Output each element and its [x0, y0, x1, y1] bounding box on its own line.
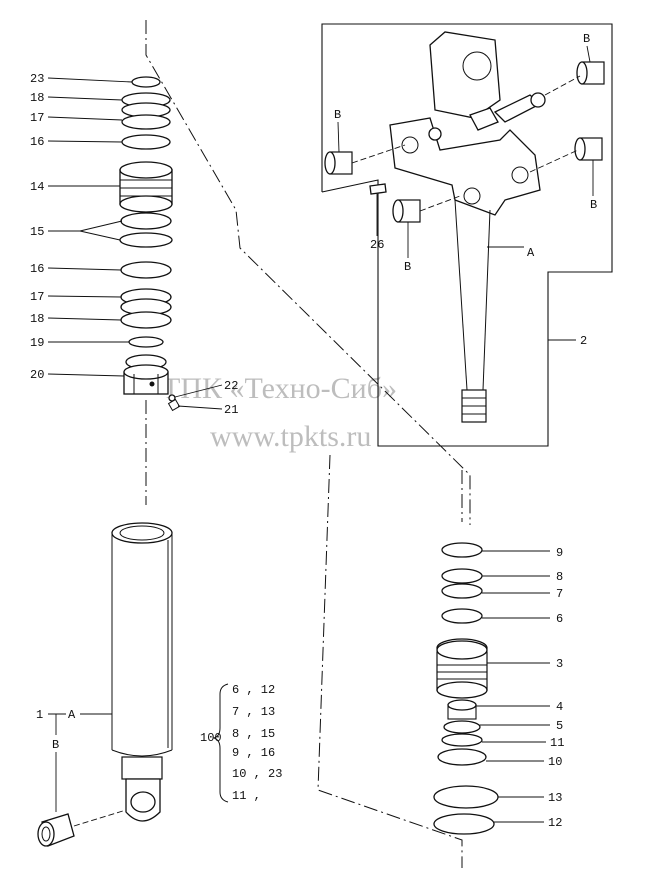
- kit-row-2: 7 , 13: [232, 705, 275, 719]
- callout-26: 26: [370, 238, 384, 252]
- upper-callouts: B B B B 26 A 2: [334, 32, 597, 348]
- callout-8: 8: [556, 570, 563, 584]
- callout-22: 22: [224, 379, 238, 393]
- callout-16-lower: 16: [30, 262, 44, 276]
- bushing-upper-right: [576, 61, 605, 85]
- cylinder-callouts: 1 A B: [36, 708, 112, 812]
- callout-17: 17: [30, 111, 44, 125]
- callout-1: 1: [36, 708, 43, 722]
- bushing-right: [574, 137, 603, 161]
- kit-number: 100: [200, 731, 222, 745]
- callout-14: 14: [30, 180, 44, 194]
- callout-16: 16: [30, 135, 44, 149]
- callout-b-left: B: [334, 108, 341, 122]
- callout-7: 7: [556, 587, 563, 601]
- callout-4: 4: [556, 700, 563, 714]
- callout-1-b: B: [52, 738, 59, 752]
- seal-kit-100: 100 6 , 12 7 , 13 8 , 15 9 , 16 10 , 23 …: [200, 683, 282, 803]
- callout-19: 19: [30, 336, 44, 350]
- callout-1-a: A: [68, 708, 76, 722]
- callout-6: 6: [556, 612, 563, 626]
- watermark-company: ТПК «Техно-Сиб»: [162, 372, 397, 405]
- kit-row-5: 10 , 23: [232, 767, 282, 781]
- watermark-url: www.tpkts.ru: [210, 420, 371, 453]
- rod-eye-assembly: [324, 31, 605, 423]
- callout-17-lower: 17: [30, 290, 44, 304]
- left-callouts: 23 18 17 16 14 15 16 17 18 19 20 22 21: [30, 72, 238, 417]
- callout-23: 23: [30, 72, 44, 86]
- callout-11: 11: [550, 736, 564, 750]
- kit-row-1: 6 , 12: [232, 683, 275, 697]
- assembly-axes: [145, 20, 471, 868]
- cylinder-tube: [37, 522, 173, 847]
- callout-b-right: B: [590, 198, 597, 212]
- assembly-frame-2: [321, 23, 613, 447]
- callout-10: 10: [548, 755, 562, 769]
- callout-15: 15: [30, 225, 44, 239]
- callout-2: 2: [580, 334, 587, 348]
- bushing-lower: [392, 199, 421, 223]
- kit-row-4: 9 , 16: [232, 746, 275, 760]
- callout-13: 13: [548, 791, 562, 805]
- callout-18: 18: [30, 91, 44, 105]
- kit-row-6: 11 ,: [232, 789, 261, 803]
- callout-b-lower: B: [404, 260, 411, 274]
- right-callouts: 9 8 7 6 3 4 5 11 10 13 12: [476, 546, 564, 830]
- rod-end-parts-stack: [433, 542, 499, 835]
- callout-b-upper-right: B: [583, 32, 590, 46]
- callout-a: A: [527, 246, 535, 260]
- callout-18-lower: 18: [30, 312, 44, 326]
- callout-12: 12: [548, 816, 562, 830]
- gland-parts-stack: [119, 76, 181, 412]
- callout-9: 9: [556, 546, 563, 560]
- watermark: ТПК «Техно-Сиб» www.tpkts.ru: [162, 372, 397, 453]
- callout-21: 21: [224, 403, 238, 417]
- kit-row-3: 8 , 15: [232, 727, 275, 741]
- callout-3: 3: [556, 657, 563, 671]
- callout-20: 20: [30, 368, 44, 382]
- callout-5: 5: [556, 719, 563, 733]
- bushing-left: [324, 151, 353, 175]
